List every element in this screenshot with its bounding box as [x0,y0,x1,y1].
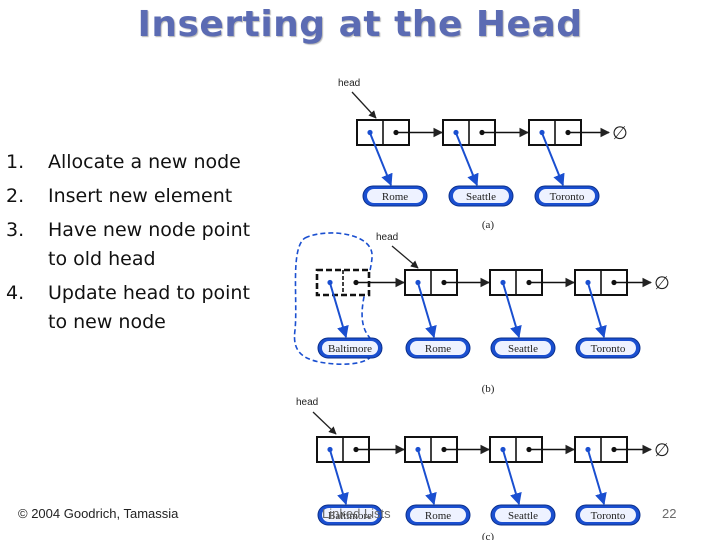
element-pointer-dot [327,446,333,453]
step-number: 1. [6,151,25,173]
element-pointer-dot [585,446,591,453]
element-label: Toronto [591,510,626,522]
element-pointer-dot [500,279,506,286]
element-label: Toronto [550,191,585,203]
steps-list: 1. Allocate a new node 2. Insert new ele… [0,148,270,342]
page-number: 22 [662,506,677,521]
footer-copyright: © 2004 Goodrich, Tamassia [18,506,179,521]
null-symbol: ∅ [654,440,670,460]
head-pointer-label: head [338,78,360,89]
panel-caption: (c) [482,531,495,540]
element-label: Baltimore [328,510,372,522]
null-symbol: ∅ [612,123,628,143]
element-oval-inner [453,189,509,203]
step-number: 4. [6,282,25,304]
element-pointer-dot [415,446,421,453]
step-number: 3. [6,219,25,241]
element-arrow [369,132,393,187]
step-text: Update head to point to new node [48,282,250,333]
element-arrow [455,132,479,187]
step-text: Have new node point to old head [48,219,251,270]
element-arrow [541,132,565,187]
element-oval-inner [580,508,636,522]
element-label: Toronto [591,343,626,355]
element-label: Seattle [508,343,538,355]
element-arrow [502,282,522,339]
head-pointer-arrow [391,245,419,269]
step-item: 1. Allocate a new node [0,148,270,177]
head-pointer-label: head [296,397,318,408]
element-oval-inner [367,189,423,203]
element-arrow [417,449,437,506]
step-text: Insert new element [48,185,233,207]
element-label: Rome [382,191,408,203]
element-label: Rome [425,343,451,355]
element-label: Baltimore [328,343,372,355]
step-item: 3. Have new node point to old head [0,216,270,274]
head-pointer-label: head [376,232,398,243]
element-arrow [329,282,349,339]
step-item: 4. Update head to point to new node [0,279,270,337]
footer-topic: Linked Lists [322,506,391,521]
step-text: Allocate a new node [48,151,241,173]
element-arrow [587,449,607,506]
element-pointer-dot [327,279,333,286]
element-pointer-dot [585,279,591,286]
step-number: 2. [6,185,25,207]
head-pointer-arrow [351,91,377,119]
panel-caption: (b) [482,383,495,395]
element-oval-inner [322,341,378,355]
element-pointer-dot [500,446,506,453]
element-oval-inner [322,508,378,522]
element-arrow [502,449,522,506]
element-pointer-dot [415,279,421,286]
step-item: 2. Insert new element [0,182,270,211]
element-arrow [417,282,437,339]
element-oval-inner [539,189,595,203]
element-oval-inner [410,341,466,355]
element-label: Rome [425,510,451,522]
head-pointer-arrow [312,411,337,435]
element-oval-inner [580,341,636,355]
element-oval-inner [410,508,466,522]
slide-title: Inserting at the Head [137,4,583,45]
element-label: Seattle [508,510,538,522]
element-label: Seattle [466,191,496,203]
element-arrow [587,282,607,339]
element-oval-inner [495,341,551,355]
null-symbol: ∅ [654,273,670,293]
element-oval-inner [495,508,551,522]
element-arrow [329,449,349,506]
panel-caption: (a) [482,219,495,231]
